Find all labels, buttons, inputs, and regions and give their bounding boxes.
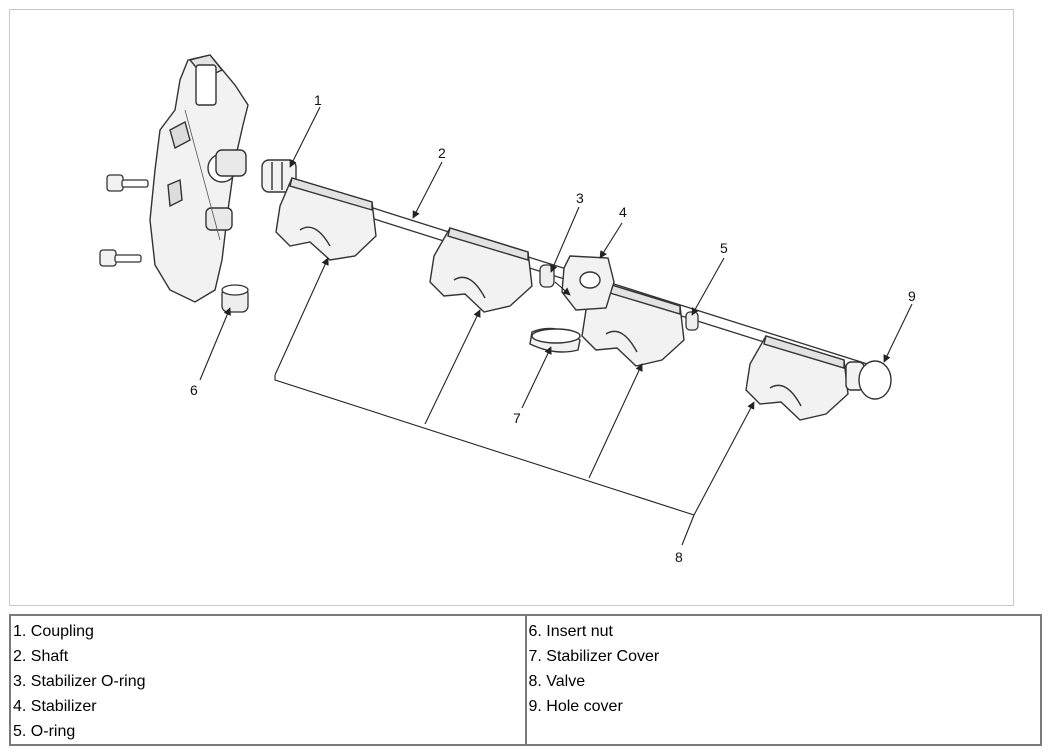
callout-3: 3 xyxy=(576,190,584,206)
legend-right-column: 6. Insert nut 7. Stabilizer Cover 8. Val… xyxy=(524,614,1042,746)
legend-item-shaft: 2. Shaft xyxy=(13,648,69,665)
leader-8a xyxy=(274,257,329,376)
callout-4: 4 xyxy=(619,204,627,220)
leader-8b xyxy=(424,309,481,425)
leader-3b xyxy=(554,281,571,296)
actuator-motor xyxy=(149,54,249,303)
diagram-canvas: 1 2 3 4 5 6 7 8 9 xyxy=(99,54,916,565)
stabilizer-cover xyxy=(529,327,581,353)
legend-item-coupling: 1. Coupling xyxy=(13,623,94,640)
legend-item-hole-cover: 9. Hole cover xyxy=(528,698,623,715)
bolt-upper xyxy=(106,174,149,192)
leader-3 xyxy=(550,206,580,273)
leader-7 xyxy=(521,346,552,409)
valve-plate-1 xyxy=(275,177,377,261)
legend-item-stabilizer-o-ring: 3. Stabilizer O-ring xyxy=(13,673,146,690)
stabilizer xyxy=(561,255,615,311)
exploded-diagram: 1 2 3 4 5 6 7 8 9 xyxy=(9,9,1014,606)
leader-lines xyxy=(199,106,913,546)
callout-5: 5 xyxy=(720,240,728,256)
stabilizer-o-ring xyxy=(539,264,555,288)
legend-item-stabilizer-cover: 7. Stabilizer Cover xyxy=(528,648,660,665)
callout-8: 8 xyxy=(675,549,683,565)
callout-6: 6 xyxy=(190,382,198,398)
coupling xyxy=(261,159,297,193)
callout-7: 7 xyxy=(513,410,521,426)
legend-item-valve: 8. Valve xyxy=(528,673,586,690)
leader-4 xyxy=(599,222,623,259)
bolt-lower xyxy=(99,249,142,267)
leader-6 xyxy=(199,307,231,381)
leader-8 xyxy=(681,514,695,546)
legend-item-stabilizer: 4. Stabilizer xyxy=(13,698,97,715)
leader-5 xyxy=(691,257,725,316)
leader-9 xyxy=(883,303,913,363)
insert-nut xyxy=(221,284,249,313)
callout-9: 9 xyxy=(908,288,916,304)
hole-cover xyxy=(845,360,892,400)
valve-bracket xyxy=(274,375,695,516)
callout-2: 2 xyxy=(438,145,446,161)
leader-2 xyxy=(412,161,443,219)
leader-8c xyxy=(588,363,643,479)
legend-left-column: 1. Coupling 2. Shaft 3. Stabilizer O-rin… xyxy=(9,614,527,746)
legend-item-insert-nut: 6. Insert nut xyxy=(528,623,614,640)
legend-item-o-ring: 5. O-ring xyxy=(13,723,76,740)
leader-1 xyxy=(289,106,321,168)
leader-8d xyxy=(693,401,755,516)
valve-plate-2 xyxy=(429,227,533,313)
parts-legend: 1. Coupling 2. Shaft 3. Stabilizer O-rin… xyxy=(9,614,1042,746)
valve-plate-4 xyxy=(745,335,849,421)
callout-1: 1 xyxy=(314,92,322,108)
